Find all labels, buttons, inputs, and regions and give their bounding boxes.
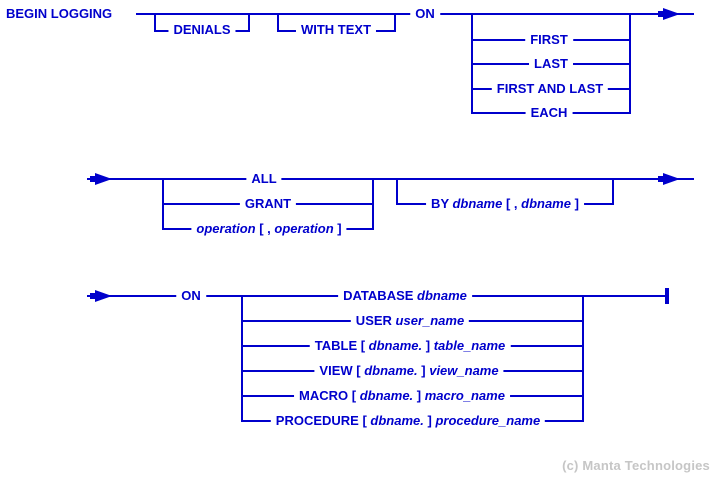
on-keyword-line1: ON (410, 6, 440, 22)
macro-bracket-close: ] (413, 388, 425, 403)
table-name-var: table_name (433, 338, 506, 353)
continue-arrow-icon (658, 176, 665, 182)
procedure-keyword: PROCEDURE [ (275, 413, 371, 428)
connector-vline (396, 178, 398, 205)
by-bracket2: ] (574, 196, 579, 211)
denials-option: DENIALS (168, 22, 236, 38)
first-and-last-label: FIRST AND LAST (496, 81, 604, 96)
procedure-option: PROCEDURE [ dbname. ] procedure_name (270, 413, 546, 429)
end-of-statement-icon (665, 288, 669, 304)
table-option: TABLE [ dbname. ] table_name (309, 338, 511, 354)
table-bracket-close: ] (422, 338, 434, 353)
all-option: ALL (246, 171, 282, 187)
connector-hline (87, 178, 694, 180)
operation-bracket2: ] (337, 221, 342, 236)
all-label: ALL (251, 171, 277, 186)
with-text-option: WITH TEXT (295, 22, 377, 38)
connector-vline (241, 295, 243, 422)
connector-vline (394, 13, 396, 32)
operation-bracket1: [ , (259, 221, 275, 236)
user-keyword: USER (355, 313, 396, 328)
first-option: FIRST (525, 32, 573, 48)
connector-vline (612, 178, 614, 205)
connector-vline (154, 13, 156, 32)
operation-option: operation [ , operation ] (191, 221, 347, 237)
connector-vline (582, 295, 584, 422)
macro-option: MACRO [ dbname. ] macro_name (294, 388, 510, 404)
copyright-text: (c) Manta Technologies (562, 458, 710, 473)
view-bracket-close: ] (417, 363, 430, 378)
last-option: LAST (529, 56, 573, 72)
continue-arrow-icon (90, 176, 97, 182)
user-option: USER user_name (350, 313, 470, 329)
user-name-var: user_name (395, 313, 465, 328)
first-and-last-option: FIRST AND LAST (491, 81, 609, 97)
macro-keyword: MACRO [ (299, 388, 360, 403)
on-label-line3: ON (181, 288, 201, 303)
continue-arrow-icon (663, 8, 680, 20)
by-dbname-var2: dbname (521, 196, 575, 211)
last-label: LAST (534, 56, 568, 71)
connector-vline (277, 13, 279, 32)
by-dbname-var1: dbname (452, 196, 506, 211)
by-keyword: BY (431, 196, 453, 211)
procedure-bracket-close: ] (423, 413, 436, 428)
database-keyword: DATABASE (343, 288, 418, 303)
with-text-label: WITH TEXT (300, 22, 372, 37)
table-keyword: TABLE [ (314, 338, 369, 353)
begin-logging-keyword: BEGIN LOGGING (6, 6, 117, 22)
on-keyword-line3: ON (176, 288, 206, 304)
continue-arrow-icon (90, 293, 97, 299)
each-label: EACH (530, 105, 568, 120)
connector-vline (248, 13, 250, 32)
denials-label: DENIALS (173, 22, 231, 37)
view-option: VIEW [ dbname. ] view_name (314, 363, 504, 379)
each-option: EACH (525, 105, 573, 121)
database-option: DATABASE dbname (338, 288, 472, 304)
view-keyword: VIEW [ (319, 363, 365, 378)
by-bracket1: [ , (505, 196, 522, 211)
procedure-name-var: procedure_name (435, 413, 541, 428)
first-label: FIRST (530, 32, 568, 47)
procedure-dbname-var: dbname. (370, 413, 424, 428)
macro-name-var: macro_name (424, 388, 505, 403)
begin-logging-label: BEGIN LOGGING (6, 6, 113, 21)
operation-var2: operation (274, 221, 338, 236)
continue-arrow-icon (95, 173, 112, 185)
continue-arrow-icon (658, 11, 665, 17)
macro-dbname-var: dbname. (359, 388, 414, 403)
view-dbname-var: dbname. (364, 363, 418, 378)
continue-arrow-icon (663, 173, 680, 185)
grant-label: GRANT (244, 196, 292, 211)
continue-arrow-icon (95, 290, 112, 302)
view-name-var: view_name (429, 363, 499, 378)
grant-option: GRANT (239, 196, 297, 212)
table-dbname-var: dbname. (368, 338, 423, 353)
database-dbname-var: dbname (417, 288, 467, 303)
operation-var1: operation (196, 221, 260, 236)
on-label-line1: ON (415, 6, 435, 21)
by-clause-option: BY dbname [ , dbname ] (426, 196, 584, 212)
